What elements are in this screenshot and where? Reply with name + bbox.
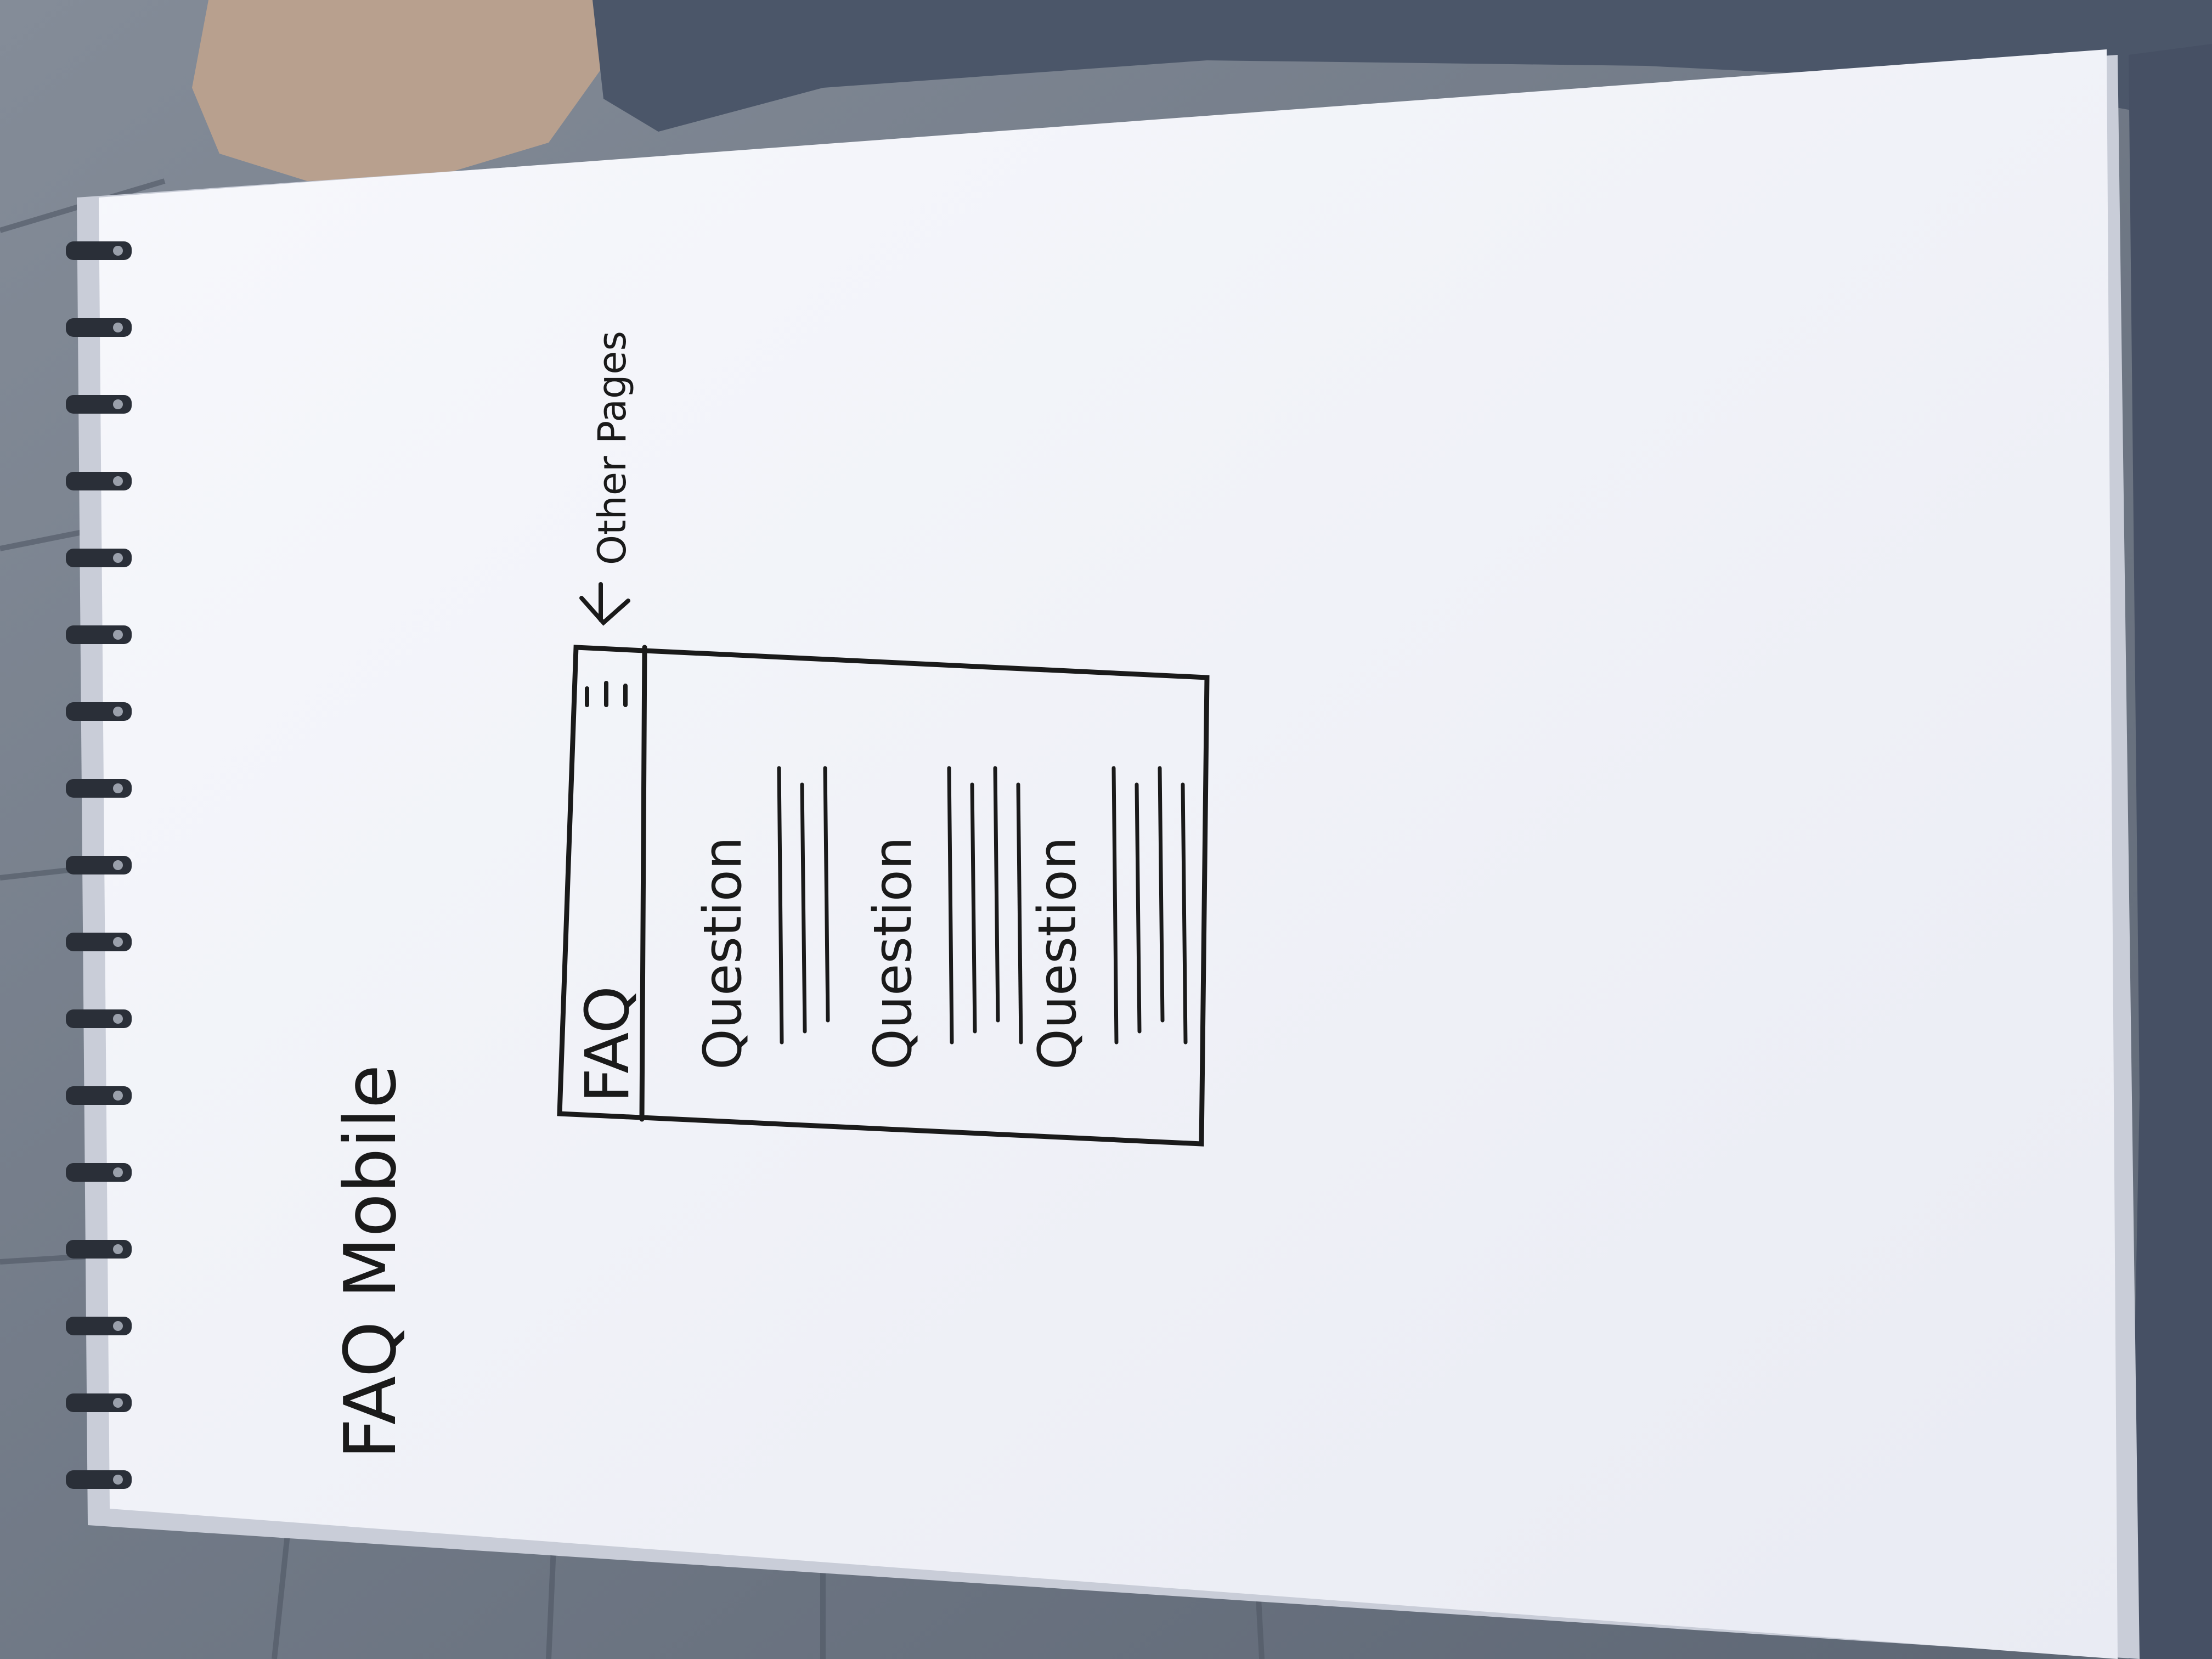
- cloth-top: [592, 0, 2212, 143]
- spiral-ring: [66, 856, 132, 874]
- question-list: Question Question Question: [693, 766, 1188, 1070]
- spiral-ring: [66, 318, 132, 337]
- arm-skin: [192, 0, 614, 181]
- spiral-ring: [66, 1086, 132, 1105]
- answer-line: [970, 782, 977, 1034]
- spiral-hole: [113, 707, 123, 716]
- header-divider: [639, 645, 647, 1122]
- spiral-ring: [66, 933, 132, 951]
- question-item[interactable]: Question: [863, 766, 1023, 1070]
- sketch-title: FAQ Mobile: [329, 1064, 412, 1459]
- phone-outline: [557, 645, 1210, 1147]
- annotation: Other Pages: [590, 331, 635, 565]
- question-label: Question: [863, 837, 923, 1070]
- spiral-hole: [113, 476, 123, 486]
- answer-line: [1111, 766, 1119, 1045]
- answer-line: [777, 766, 784, 1045]
- hamburger-icon[interactable]: [585, 681, 628, 707]
- question-label: Question: [1028, 837, 1088, 1070]
- spiral-hole: [113, 783, 123, 793]
- spiral-ring: [66, 395, 132, 414]
- answer-line: [947, 766, 954, 1045]
- spiral-ring: [66, 1470, 132, 1489]
- answer-line: [800, 782, 807, 1034]
- spiral-hole: [113, 323, 123, 332]
- paper-sheet: [99, 49, 2118, 1659]
- spiral-ring: [66, 625, 132, 644]
- question-item[interactable]: Question: [1028, 766, 1188, 1070]
- question-item[interactable]: Question: [693, 766, 830, 1070]
- answer-line: [823, 766, 830, 1023]
- answer-line: [1181, 782, 1188, 1045]
- spiral-hole: [113, 630, 123, 640]
- spiral-ring: [66, 1393, 132, 1412]
- question-label: Question: [693, 837, 753, 1070]
- spiral-ring: [66, 702, 132, 721]
- spiral-hole: [113, 399, 123, 409]
- spiral-hole: [113, 246, 123, 256]
- phone-wireframe: [557, 645, 1210, 1147]
- spiral-ring: [66, 472, 132, 490]
- spiral-hole: [113, 937, 123, 947]
- spiral-ring: [66, 241, 132, 260]
- spiral-ring: [66, 779, 132, 798]
- spiral-hole: [113, 1167, 123, 1177]
- spiral-ring: [66, 549, 132, 567]
- spiral-hole: [113, 1398, 123, 1408]
- cloth-right: [2129, 44, 2212, 1659]
- spiral-hole: [113, 1014, 123, 1024]
- header-bar: FAQ: [572, 986, 642, 1103]
- annotation-text: Other Pages: [590, 331, 635, 565]
- spiral-ring: [66, 1317, 132, 1335]
- arrow-left-icon: [579, 582, 630, 626]
- answer-line: [1135, 782, 1142, 1034]
- spiral-ring: [66, 1240, 132, 1259]
- header-label: FAQ: [572, 986, 642, 1103]
- spiral-ring: [66, 1163, 132, 1182]
- spiral-hole: [113, 860, 123, 870]
- spiral-hole: [113, 1091, 123, 1101]
- answer-line: [1016, 782, 1023, 1045]
- spiral-hole: [113, 1244, 123, 1254]
- answer-line: [1158, 766, 1165, 1023]
- spiral-hole: [113, 1475, 123, 1485]
- sketch-title-text: FAQ Mobile: [329, 1064, 412, 1459]
- spiral-hole: [113, 1321, 123, 1331]
- spiral-hole: [113, 553, 123, 563]
- spiral-binding: [66, 241, 132, 1489]
- spiral-ring: [66, 1009, 132, 1028]
- answer-line: [993, 766, 1000, 1023]
